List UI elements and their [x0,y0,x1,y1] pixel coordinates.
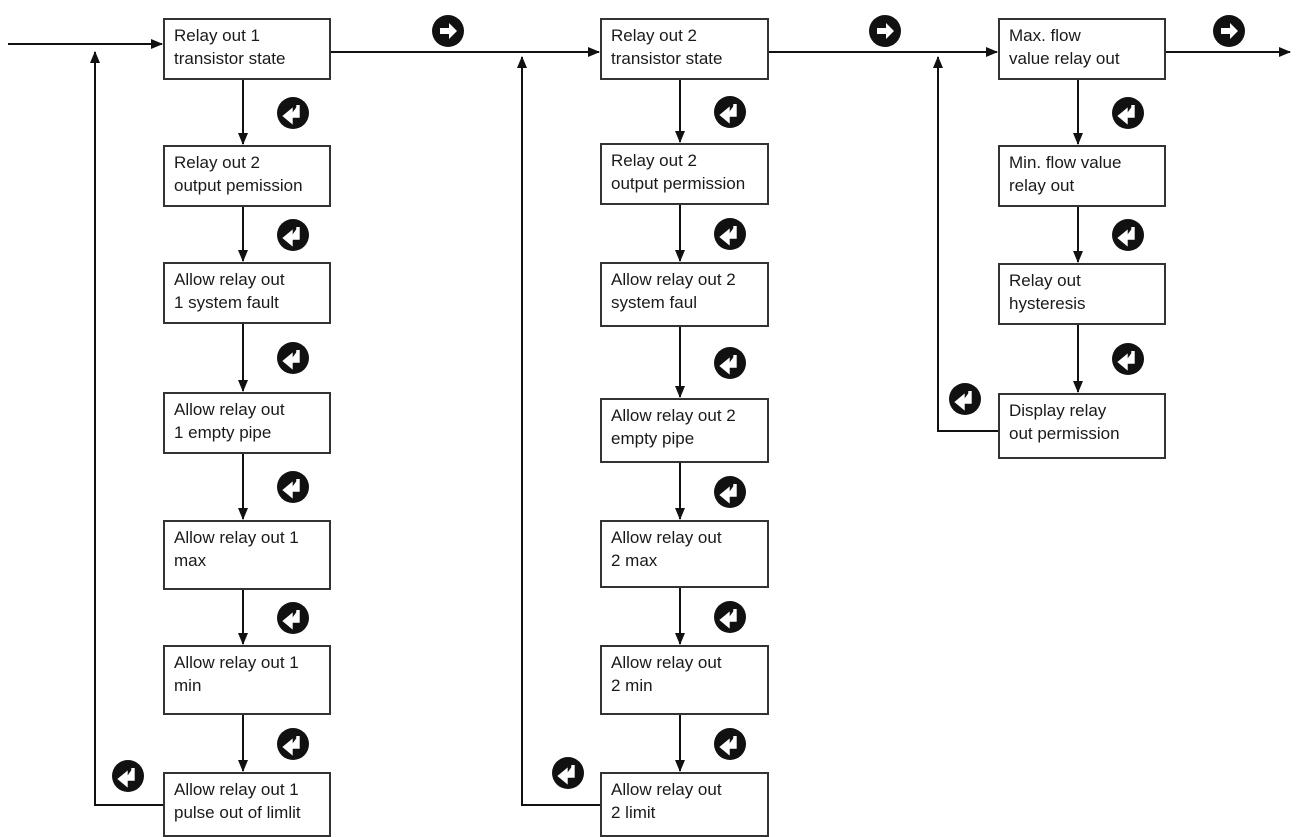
menu-box-label: Allow relay out [611,780,722,799]
enter-key-icon [277,602,309,634]
menu-box-label: Relay out 1 [174,26,260,45]
menu-box-label: 2 min [611,676,653,695]
loopback-col1 [90,51,163,806]
enter-key-icon [949,383,981,415]
menu-box-label: output pemission [174,176,303,195]
menu-box-label: Relay out 2 [611,151,697,170]
menu-box-label: 2 max [611,551,658,570]
menu-box-col2-4: Allow relay out 2 empty pipe [600,398,769,463]
menu-box-label: Min. flow value [1009,153,1122,172]
menu-box-label: relay out [1009,176,1075,195]
enter-key-icon [277,97,309,129]
menu-box-label: Max. flow [1009,26,1081,45]
menu-box-col1-4: Allow relay out 1 empty pipe [163,392,331,454]
menu-box-label: 1 system fault [174,293,279,312]
menu-box-col1-2: Relay out 2 output pemission [163,145,331,207]
enter-key-icon [714,728,746,760]
menu-box-label: transistor state [174,49,286,68]
menu-box-label: output permission [611,174,746,193]
menu-box-col2-3: Allow relay out 2 system faul [600,262,769,327]
enter-key-icon [1112,97,1144,129]
menu-box-label: empty pipe [611,429,695,448]
enter-key-icon [277,471,309,503]
menu-box-label: Allow relay out [174,270,285,289]
enter-key-icon [277,219,309,251]
menu-box-label: Relay out [1009,271,1081,290]
enter-key-icon [714,601,746,633]
loopback-col2 [517,56,600,806]
enter-key-icon [714,218,746,250]
enter-key-icon [277,728,309,760]
menu-box-label: Allow relay out 1 [174,528,299,547]
enter-key-icon [714,347,746,379]
menu-box-label: pulse out of limlit [174,803,301,822]
menu-box-label: transistor state [611,49,723,68]
enter-key-icon [552,757,584,789]
menu-box-col1-6: Allow relay out 1 min [163,645,331,715]
menu-box-col2-1: Relay out 2 transistor state [600,18,769,80]
menu-box-label: Allow relay out 1 [174,653,299,672]
menu-box-label: 1 empty pipe [174,423,272,442]
menu-box-label: min [174,676,202,695]
enter-key-icon [1112,343,1144,375]
menu-box-label: Allow relay out 2 [611,270,736,289]
menu-box-col3-1: Max. flow value relay out [998,18,1166,80]
menu-box-label: Allow relay out [611,653,722,672]
menu-box-label: Allow relay out [174,400,285,419]
enter-key-icon [714,476,746,508]
menu-box-label: Display relay [1009,401,1107,420]
menu-box-label: Allow relay out 1 [174,780,299,799]
right-arrow-key-icon [1213,15,1245,47]
menu-box-label: max [174,551,207,570]
menu-box-label: 2 limit [611,803,656,822]
menu-box-label: system faul [611,293,697,312]
menu-box-col2-7: Allow relay out 2 limit [600,772,769,837]
menu-box-col2-2: Relay out 2 output permission [600,143,769,205]
menu-box-col1-5: Allow relay out 1 max [163,520,331,590]
menu-box-col1-1: Relay out 1 transistor state [163,18,331,80]
menu-box-col3-2: Min. flow value relay out [998,145,1166,207]
enter-key-icon [714,96,746,128]
menu-box-label: Relay out 2 [611,26,697,45]
menu-box-label: Relay out 2 [174,153,260,172]
enter-key-icon [277,342,309,374]
menu-box-col1-7: Allow relay out 1 pulse out of limlit [163,772,331,837]
menu-box-col3-4: Display relay out permission [998,393,1166,459]
menu-box-label: value relay out [1009,49,1120,68]
menu-box-label: Allow relay out [611,528,722,547]
right-arrow-key-icon [432,15,464,47]
menu-box-col2-5: Allow relay out 2 max [600,520,769,588]
menu-box-col1-3: Allow relay out 1 system fault [163,262,331,324]
menu-box-label: Allow relay out 2 [611,406,736,425]
menu-box-label: out permission [1009,424,1120,443]
loopback-col3 [933,56,998,432]
right-arrow-key-icon [869,15,901,47]
enter-key-icon [1112,219,1144,251]
menu-box-col3-3: Relay out hysteresis [998,263,1166,325]
enter-key-icon [112,760,144,792]
menu-box-label: hysteresis [1009,294,1086,313]
menu-box-col2-6: Allow relay out 2 min [600,645,769,715]
